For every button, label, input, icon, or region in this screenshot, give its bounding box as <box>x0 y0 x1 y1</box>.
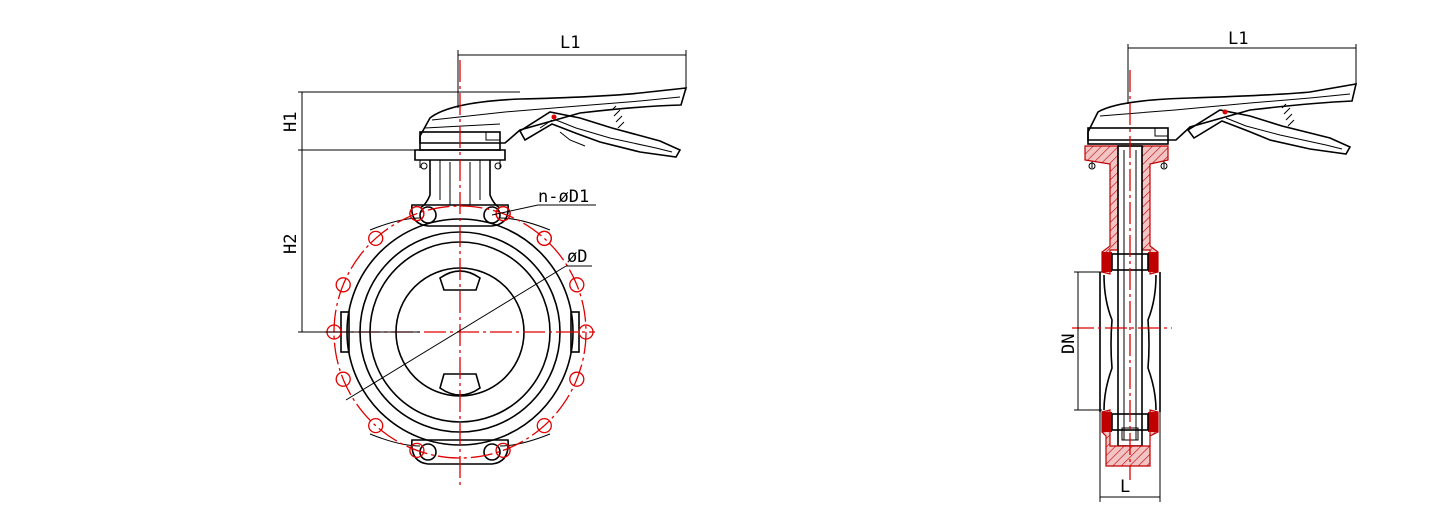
bolt-hole <box>368 417 384 434</box>
bolt-hole <box>536 230 552 247</box>
side-view: L1 DN L <box>1059 29 1358 502</box>
front-dimensions <box>298 50 687 401</box>
bolt-hole <box>536 417 552 434</box>
bolt-hole <box>368 230 384 247</box>
side-handle-lever <box>1087 83 1358 170</box>
bolt-hole <box>569 371 585 387</box>
bolt-hole <box>495 442 511 459</box>
bolt-hole <box>569 277 585 293</box>
side-valve-body-section <box>1084 145 1169 467</box>
side-l1-label: L1 <box>1228 29 1248 49</box>
front-bolt-circle-label: øD <box>567 247 587 267</box>
bolt-hole <box>335 277 351 293</box>
side-dn-label: DN <box>1059 334 1079 354</box>
side-dimensions <box>1074 44 1357 502</box>
front-view: L1 H1 H2 n-øD1 øD <box>281 33 688 485</box>
bolt-hole <box>409 442 425 459</box>
side-centerlines <box>1072 70 1172 480</box>
bolt-hole <box>409 205 425 222</box>
front-handle-lever <box>414 87 688 170</box>
front-l1-label: L1 <box>560 33 580 53</box>
side-l-label: L <box>1120 477 1130 497</box>
front-h2-label: H2 <box>281 234 301 254</box>
bolt-hole <box>335 371 351 387</box>
front-h1-label: H1 <box>281 112 301 132</box>
front-bolt-holes-label: n-øD1 <box>538 187 589 207</box>
